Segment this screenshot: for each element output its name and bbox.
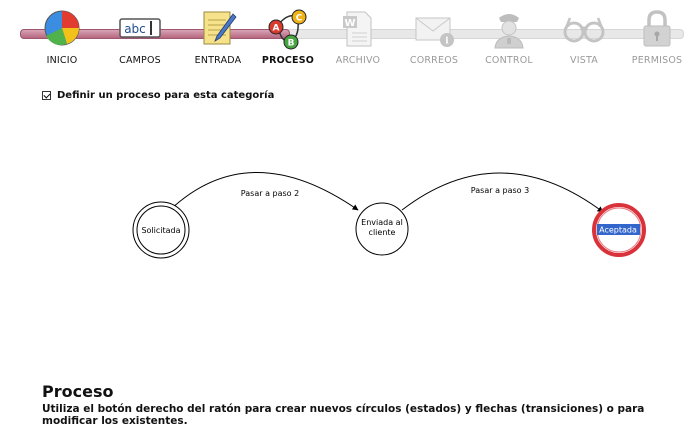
abc-text-field-icon: abc: [119, 18, 161, 38]
step-proceso-label: PROCESO: [261, 55, 315, 66]
step-inicio-label: INICIO: [46, 55, 78, 66]
define-process-label: Definir un proceso para esta categoría: [57, 90, 275, 101]
state-solicitada-label: Solicitada: [141, 226, 180, 235]
step-inicio[interactable]: INICIO: [25, 0, 99, 78]
svg-text:W: W: [344, 18, 355, 29]
step-entrada-label: ENTRADA: [194, 55, 242, 66]
selection-highlight: [597, 224, 640, 235]
step-archivo[interactable]: W ARCHIVO: [321, 0, 395, 78]
notepad-pencil-icon: [203, 11, 237, 45]
step-permisos[interactable]: PERMISOS: [620, 0, 694, 78]
state-aceptada[interactable]: Aceptada: [592, 203, 646, 257]
step-control[interactable]: CONTROL: [472, 0, 546, 78]
state-enviada-label-line1: Enviada al: [361, 218, 403, 227]
transition-arrow-1[interactable]: [169, 172, 359, 211]
state-enviada-al-cliente[interactable]: Enviada al cliente: [355, 202, 409, 256]
section-title: Proceso: [42, 382, 114, 401]
svg-text:B: B: [288, 39, 295, 49]
define-process-checkbox[interactable]: Definir un proceso para esta categoría: [42, 90, 274, 101]
step-permisos-label: PERMISOS: [631, 55, 683, 66]
step-entrada[interactable]: ENTRADA: [181, 0, 255, 78]
glasses-icon: [563, 17, 605, 43]
step-campos-label: CAMPOS: [119, 55, 161, 66]
state-aceptada-label[interactable]: Aceptada: [599, 226, 637, 235]
step-vista-label: VISTA: [570, 55, 598, 66]
step-vista[interactable]: VISTA: [547, 0, 621, 78]
svg-text:C: C: [296, 14, 303, 24]
transition-label-1: Pasar a paso 2: [241, 189, 299, 198]
checkbox-checked-icon[interactable]: [42, 91, 51, 100]
step-control-label: CONTROL: [485, 55, 533, 66]
transition-arrow-2[interactable]: [401, 172, 604, 213]
envelope-info-icon: i: [415, 17, 454, 47]
process-abc-circles-icon: A C B: [268, 9, 307, 50]
svg-text:i: i: [445, 37, 449, 47]
padlock-icon: [643, 10, 671, 47]
state-solicitada[interactable]: Solicitada: [132, 201, 190, 259]
step-campos[interactable]: abc CAMPOS: [103, 0, 177, 78]
step-correos-label: CORREOS: [409, 55, 459, 66]
transition-label-2: Pasar a paso 3: [471, 186, 529, 195]
wizard-step-bar: INICIO abc CAMPOS ENTRADA A: [0, 0, 700, 78]
help-text: Utiliza el botón derecho del ratón para …: [42, 403, 645, 427]
svg-text:A: A: [273, 24, 280, 34]
svg-text:abc: abc: [124, 22, 146, 36]
state-enviada-label-line2: cliente: [369, 228, 396, 237]
police-officer-icon: [494, 14, 524, 49]
step-proceso[interactable]: A C B PROCESO: [251, 0, 325, 78]
step-archivo-label: ARCHIVO: [335, 55, 381, 66]
pie-chart-icon: [44, 10, 80, 46]
step-correos[interactable]: i CORREOS: [397, 0, 471, 78]
word-document-icon: W: [343, 11, 372, 47]
